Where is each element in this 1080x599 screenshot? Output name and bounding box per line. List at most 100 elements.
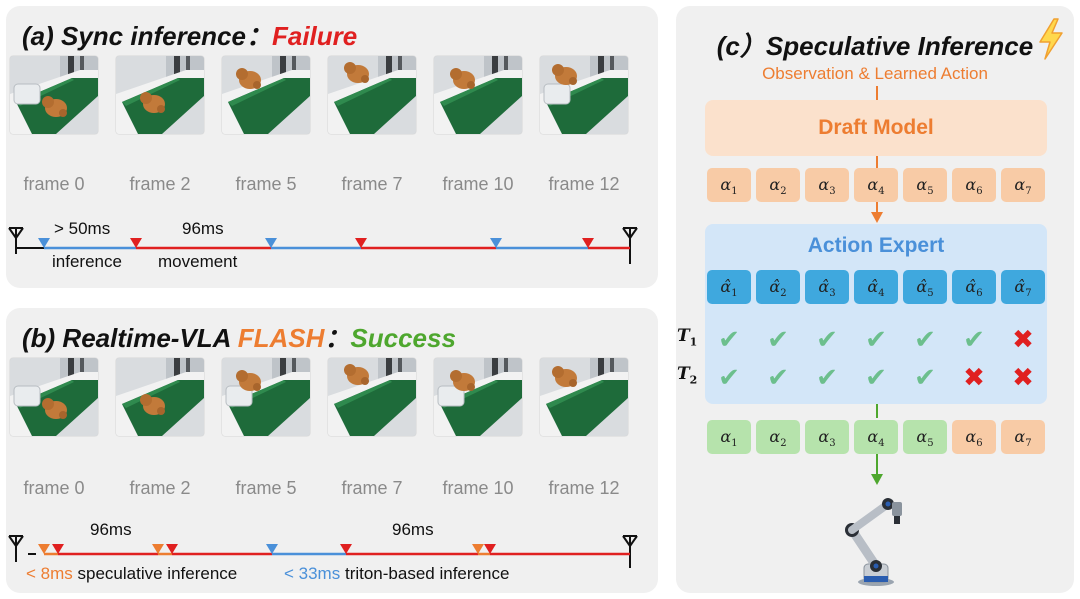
movement-start-marker <box>52 544 64 554</box>
draft-token-3: α3 <box>805 168 849 202</box>
timeline-b: 96ms 96ms < 8ms speculative inference < … <box>6 518 658 590</box>
output-token-3: α3 <box>805 420 849 454</box>
verification-step-label: T1 <box>677 326 698 349</box>
frame-strip-b <box>10 358 656 436</box>
draft-token-2: α2 <box>756 168 800 202</box>
timeline-end-marker <box>622 227 638 264</box>
frame-label: frame 0 <box>23 478 85 498</box>
speculative-start-marker <box>152 544 164 554</box>
frame-label: frame 5 <box>235 174 297 194</box>
draft-model-box: Draft Model <box>705 100 1047 156</box>
timeline-start-marker <box>8 227 44 254</box>
output-token-4: α4 <box>854 420 898 454</box>
frame-label: frame 7 <box>341 174 403 194</box>
frame-label: frame 2 <box>129 478 191 498</box>
movement-label: movement <box>158 252 238 271</box>
frame-label: frame 10 <box>442 174 514 194</box>
frame-thumbnail <box>10 358 98 436</box>
frame-thumbnail <box>10 56 98 134</box>
panel-sync-inference: (a) Sync inference：Failure <box>6 6 658 288</box>
frame-label: frame 0 <box>23 174 85 194</box>
draft-token-6: α6 <box>952 168 996 202</box>
frame-thumbnail <box>434 358 522 436</box>
movement-time-label: 96ms <box>90 520 132 539</box>
triton-legend: < 33ms triton-based inference <box>284 564 509 584</box>
draft-token-7: α7 <box>1001 168 1045 202</box>
movement-start-marker <box>166 544 178 554</box>
check-icon: ✔ <box>865 362 887 392</box>
output-token-5: α5 <box>903 420 947 454</box>
timeline-end-marker <box>622 535 638 568</box>
panel-b-title-sep: ： <box>324 323 351 353</box>
speculative-start-marker <box>38 544 50 554</box>
output-token-2: α2 <box>756 420 800 454</box>
expert-token-4: α̂4 <box>854 270 898 304</box>
arrow-head <box>871 212 883 223</box>
movement-start-marker <box>355 238 367 248</box>
inference-start-marker <box>490 238 502 248</box>
frame-thumbnail <box>434 56 522 134</box>
panel-b-title-prefix: (b) Realtime-VLA <box>22 323 238 353</box>
panel-speculative-inference: (c）Speculative Inference Observation & L… <box>676 6 1074 593</box>
check-icon: ✔ <box>767 362 789 392</box>
check-icon: ✔ <box>718 362 740 392</box>
inference-label: inference <box>52 252 122 271</box>
verification-row-t1: T1✔✔✔✔✔✔✖ <box>677 324 1047 354</box>
panel-b-title: (b) Realtime-VLA FLASH：Success <box>22 318 456 355</box>
frame-label: frame 12 <box>548 478 620 498</box>
inference-start-marker <box>265 238 277 248</box>
check-icon: ✔ <box>963 324 985 354</box>
movement-start-marker <box>130 238 142 248</box>
panel-a-title-prefix: (a) Sync inference： <box>22 21 272 51</box>
frame-label: frame 10 <box>442 478 514 498</box>
inference-latency-label: > 50ms <box>54 219 111 238</box>
expert-token-6: α̂6 <box>952 270 996 304</box>
check-icon: ✔ <box>865 324 887 354</box>
frame-thumbnail <box>328 358 416 436</box>
timeline-a: > 50ms 96ms inference movement <box>6 216 658 286</box>
speculative-start-marker <box>472 544 484 554</box>
speculative-legend: < 8ms speculative inference <box>26 564 237 584</box>
cross-icon: ✖ <box>1012 362 1034 392</box>
action-expert-box: Action Expert <box>705 224 1047 404</box>
check-icon: ✔ <box>914 324 936 354</box>
panel-b-status: Success <box>350 323 456 353</box>
timeline-b-graphic <box>8 535 638 568</box>
draft-token-1: α1 <box>707 168 751 202</box>
frame-thumbnail <box>222 358 310 436</box>
frame-thumbnail <box>540 358 628 436</box>
inference-start-marker <box>38 238 50 248</box>
panel-a-title: (a) Sync inference：Failure <box>22 16 357 53</box>
movement-start-marker <box>484 544 496 554</box>
timeline-a-graphic <box>8 227 638 264</box>
frame-label: frame 2 <box>129 174 191 194</box>
frame-thumbnail <box>116 358 204 436</box>
frame-thumbnail <box>222 56 310 134</box>
triton-latency: < 33ms <box>284 564 341 583</box>
verification-step-label: T2 <box>677 364 698 387</box>
frame-thumbnail <box>540 56 628 134</box>
robot-arm-icon <box>845 498 902 586</box>
expert-token-7: α̂7 <box>1001 270 1045 304</box>
draft-token-4: α4 <box>854 168 898 202</box>
movement-start-marker <box>582 238 594 248</box>
movement-time-label: 96ms <box>182 219 224 238</box>
observation-input-label: Observation & Learned Action <box>762 64 988 83</box>
frame-thumbnail <box>116 56 204 134</box>
output-token-1: α1 <box>707 420 751 454</box>
output-token-6: α6 <box>952 420 996 454</box>
check-icon: ✔ <box>914 362 936 392</box>
timeline-start-marker <box>8 535 36 562</box>
cross-icon: ✖ <box>1012 324 1034 354</box>
frame-strip-a <box>10 56 656 134</box>
action-expert-title: Action Expert <box>807 234 945 257</box>
expert-token-2: α̂2 <box>756 270 800 304</box>
check-icon: ✔ <box>718 324 740 354</box>
expert-token-3: α̂3 <box>805 270 849 304</box>
movement-start-marker <box>340 544 352 554</box>
triton-label: triton-based inference <box>344 564 510 583</box>
